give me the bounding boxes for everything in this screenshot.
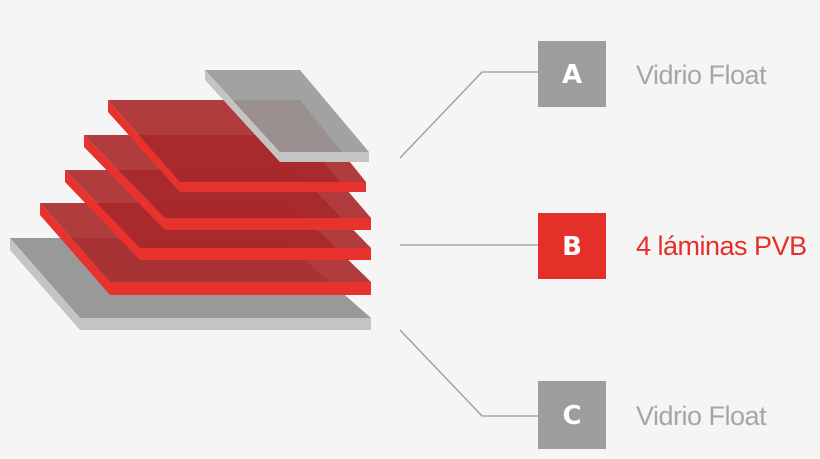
layer-b-callout: B 4 láminas PVB	[538, 213, 807, 279]
layer-stack	[10, 70, 371, 330]
label-a: Vidrio Float	[636, 60, 767, 90]
connector-line-c	[399, 329, 538, 417]
label-c: Vidrio Float	[636, 401, 767, 431]
badge-a	[538, 41, 606, 107]
badge-a-letter: A	[562, 60, 582, 90]
label-b: 4 láminas PVB	[636, 231, 807, 261]
connector-line-a	[399, 71, 538, 159]
badge-b-letter: B	[562, 232, 582, 262]
layer-c-callout: C Vidrio Float	[538, 381, 768, 449]
glass-sheet-top	[205, 70, 369, 162]
connector-lines	[399, 71, 538, 417]
layer-a-callout: A Vidrio Float	[538, 41, 768, 107]
badge-b	[538, 213, 606, 279]
badge-c	[538, 381, 606, 449]
badge-c-letter: C	[562, 401, 581, 431]
